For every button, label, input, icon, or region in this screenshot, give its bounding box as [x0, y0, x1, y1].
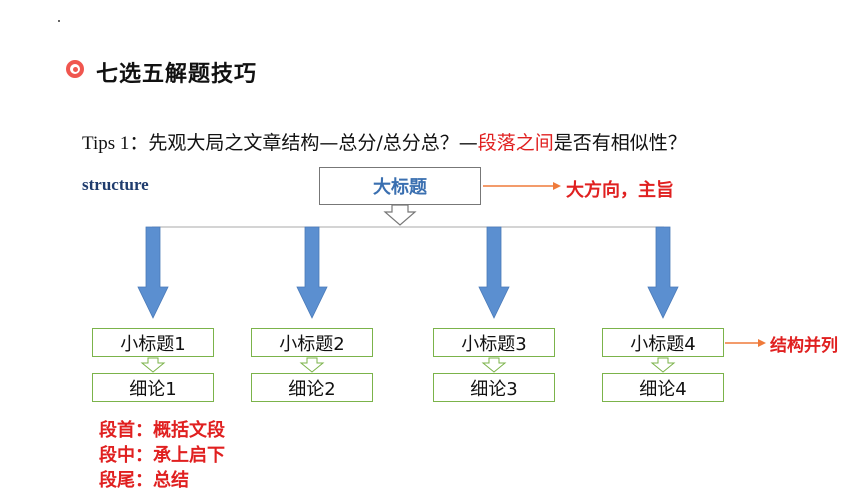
subtitle-box-4: 小标题4	[602, 328, 724, 357]
detail-box-1: 细论1	[92, 373, 214, 402]
detail-box-2: 细论2	[251, 373, 373, 402]
paragraph-note-arrowhead	[758, 339, 766, 347]
bullet-paragraph-end: 段尾：总结	[99, 470, 189, 491]
detail-box-3: 细论3	[433, 373, 555, 402]
subtitle-box-2: 小标题2	[251, 328, 373, 357]
tips-highlight: 段落之间	[477, 132, 554, 154]
blue-arrow-1	[137, 226, 169, 319]
main-down-arrow	[383, 204, 417, 226]
target-icon	[66, 60, 84, 78]
green-arrow-3	[481, 357, 507, 373]
tips-text-2: 是否有相似性？	[553, 132, 687, 154]
blue-arrow-2	[296, 226, 328, 319]
subtitle-box-1: 小标题1	[92, 328, 214, 357]
tips-prefix: Tips 1	[82, 133, 130, 154]
subtitle-box-3: 小标题3	[433, 328, 555, 357]
bullet-paragraph-start: 段首：概括文段	[99, 420, 225, 441]
main-note: 大方向，主旨	[566, 180, 674, 201]
page-title: 七选五解题技巧	[96, 62, 258, 87]
decorative-dot	[58, 20, 60, 22]
blue-arrow-4	[647, 226, 679, 319]
green-arrow-2	[299, 357, 325, 373]
tips-text-1: ：先观大局之文章结构—总分/总分总？—	[129, 132, 478, 154]
tips-line: Tips 1：先观大局之文章结构—总分/总分总？—段落之间是否有相似性？	[82, 128, 687, 155]
blue-arrow-3	[478, 226, 510, 319]
main-note-arrowhead	[553, 182, 561, 190]
paragraph-note: 结构并列	[770, 336, 838, 356]
detail-box-4: 细论4	[602, 373, 724, 402]
green-arrow-4	[650, 357, 676, 373]
structure-label: structure	[82, 175, 149, 194]
green-arrow-1	[140, 357, 166, 373]
main-title-box: 大标题	[319, 167, 481, 205]
bullet-paragraph-middle: 段中：承上启下	[99, 445, 225, 466]
